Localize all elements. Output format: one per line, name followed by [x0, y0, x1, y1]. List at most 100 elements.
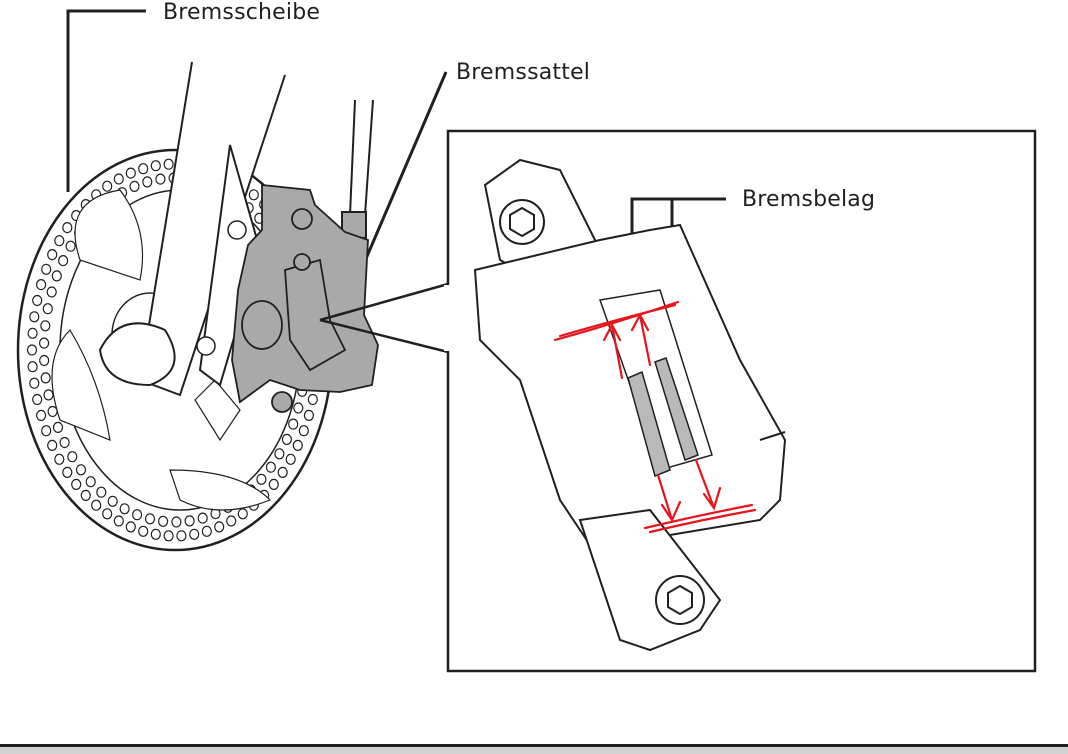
- disc-hole: [113, 515, 124, 527]
- disc-hole: [113, 173, 124, 185]
- disc-hole: [214, 521, 225, 533]
- caliper-mount: [198, 144, 262, 387]
- disc-hole: [293, 402, 304, 414]
- brake-pads: [627, 357, 699, 478]
- disc-hole: [307, 393, 318, 406]
- disc-hole: [292, 439, 303, 451]
- caliper: [231, 184, 379, 413]
- disc-hole: [51, 270, 62, 282]
- disc-hole: [67, 451, 78, 463]
- disc-hole: [47, 439, 58, 451]
- disc-hole: [80, 489, 91, 501]
- bleed-nipple: [293, 253, 311, 271]
- disc-hole: [298, 425, 309, 437]
- label-brake-pad: Bremsbelag: [742, 187, 876, 212]
- bottom-bar: [0, 744, 1068, 754]
- disc-hole: [43, 389, 54, 401]
- disc-hole: [85, 476, 96, 488]
- disc-hole: [47, 249, 58, 261]
- red-arrow-down: [656, 473, 682, 523]
- disc-hole: [125, 521, 136, 533]
- disc-hole: [277, 466, 288, 478]
- disc-hole: [29, 377, 40, 389]
- detail-box-gap: [444, 285, 452, 351]
- brake-hose: [341, 99, 374, 239]
- disc-hole: [42, 303, 53, 315]
- red-annotations: [553, 300, 757, 534]
- disc-hole: [71, 478, 82, 490]
- disc-hole: [52, 421, 64, 433]
- detail-top-bolt-hex: [509, 206, 535, 238]
- disc-hole: [35, 409, 47, 421]
- disc-hole: [38, 337, 50, 349]
- disc-hole: [268, 478, 279, 490]
- disc-hole: [39, 354, 50, 367]
- detail-box: [446, 129, 1037, 673]
- disc-hole: [125, 167, 136, 179]
- disc-hole: [150, 160, 161, 172]
- caliper-leader-line: [360, 71, 448, 269]
- detail-tab: [759, 431, 786, 441]
- mount-bolt: [227, 220, 247, 240]
- disc-hole: [119, 503, 130, 515]
- disc-hole: [129, 180, 140, 192]
- disc-hole: [62, 466, 73, 478]
- disc-spoke: [169, 469, 272, 511]
- caliper-bolt: [291, 208, 313, 230]
- disc-hole: [54, 453, 65, 465]
- brake-pad-right: [654, 357, 699, 461]
- disc-hole: [256, 473, 267, 485]
- disc-hole: [265, 461, 276, 473]
- disc-hole: [184, 515, 195, 527]
- caliper-piston-cover: [241, 300, 283, 350]
- disc-hole: [150, 528, 161, 540]
- disc-hole: [62, 222, 73, 234]
- disc-hole: [138, 163, 149, 175]
- disc-hole: [171, 516, 182, 528]
- disc-hole: [91, 499, 102, 511]
- disc-hole: [32, 294, 43, 307]
- disc-hole: [54, 235, 65, 247]
- disc-hole: [158, 515, 169, 527]
- red-arrow-up: [602, 322, 624, 380]
- bottom-red-line: [643, 503, 754, 530]
- disc-hole: [132, 509, 143, 521]
- disc-hole: [32, 393, 43, 406]
- disc-hole: [102, 180, 113, 192]
- disc-hole: [35, 279, 47, 291]
- label-brake-caliper: Bremssattel: [456, 60, 591, 85]
- caliper-bolt: [271, 391, 293, 413]
- disc-spoke: [74, 189, 143, 281]
- top-red-line: [558, 303, 677, 338]
- disc-hole: [41, 263, 52, 275]
- fork: [98, 61, 286, 397]
- detail-bottom-bolt-hex: [667, 584, 693, 616]
- brake-pad-left: [627, 370, 671, 478]
- disc-hole: [40, 320, 51, 332]
- disc-hole: [144, 513, 156, 525]
- disc-spoke: [51, 329, 111, 441]
- bottom-red-line: [648, 508, 757, 534]
- disc-hole: [107, 495, 118, 507]
- disc-hole: [96, 486, 107, 498]
- disc-hole: [248, 189, 259, 201]
- disc-hole: [176, 530, 187, 542]
- disc-hole: [197, 512, 208, 524]
- disc-hole: [26, 344, 38, 356]
- disc-hole: [40, 372, 51, 384]
- disc-hole: [303, 409, 314, 421]
- disc-hole: [274, 448, 285, 460]
- disc-hole: [59, 436, 70, 449]
- fork-dropout: [98, 322, 176, 387]
- hose-fitting: [341, 211, 367, 239]
- disc-hole: [29, 311, 40, 323]
- disc-hole: [47, 405, 58, 418]
- disc-hole: [281, 433, 292, 445]
- disc-hole: [288, 418, 299, 430]
- mount-bolt: [196, 336, 216, 356]
- disc-hole: [163, 158, 174, 170]
- disc-hole: [102, 508, 113, 520]
- disc-hole: [57, 255, 69, 267]
- disc-hole: [163, 530, 174, 542]
